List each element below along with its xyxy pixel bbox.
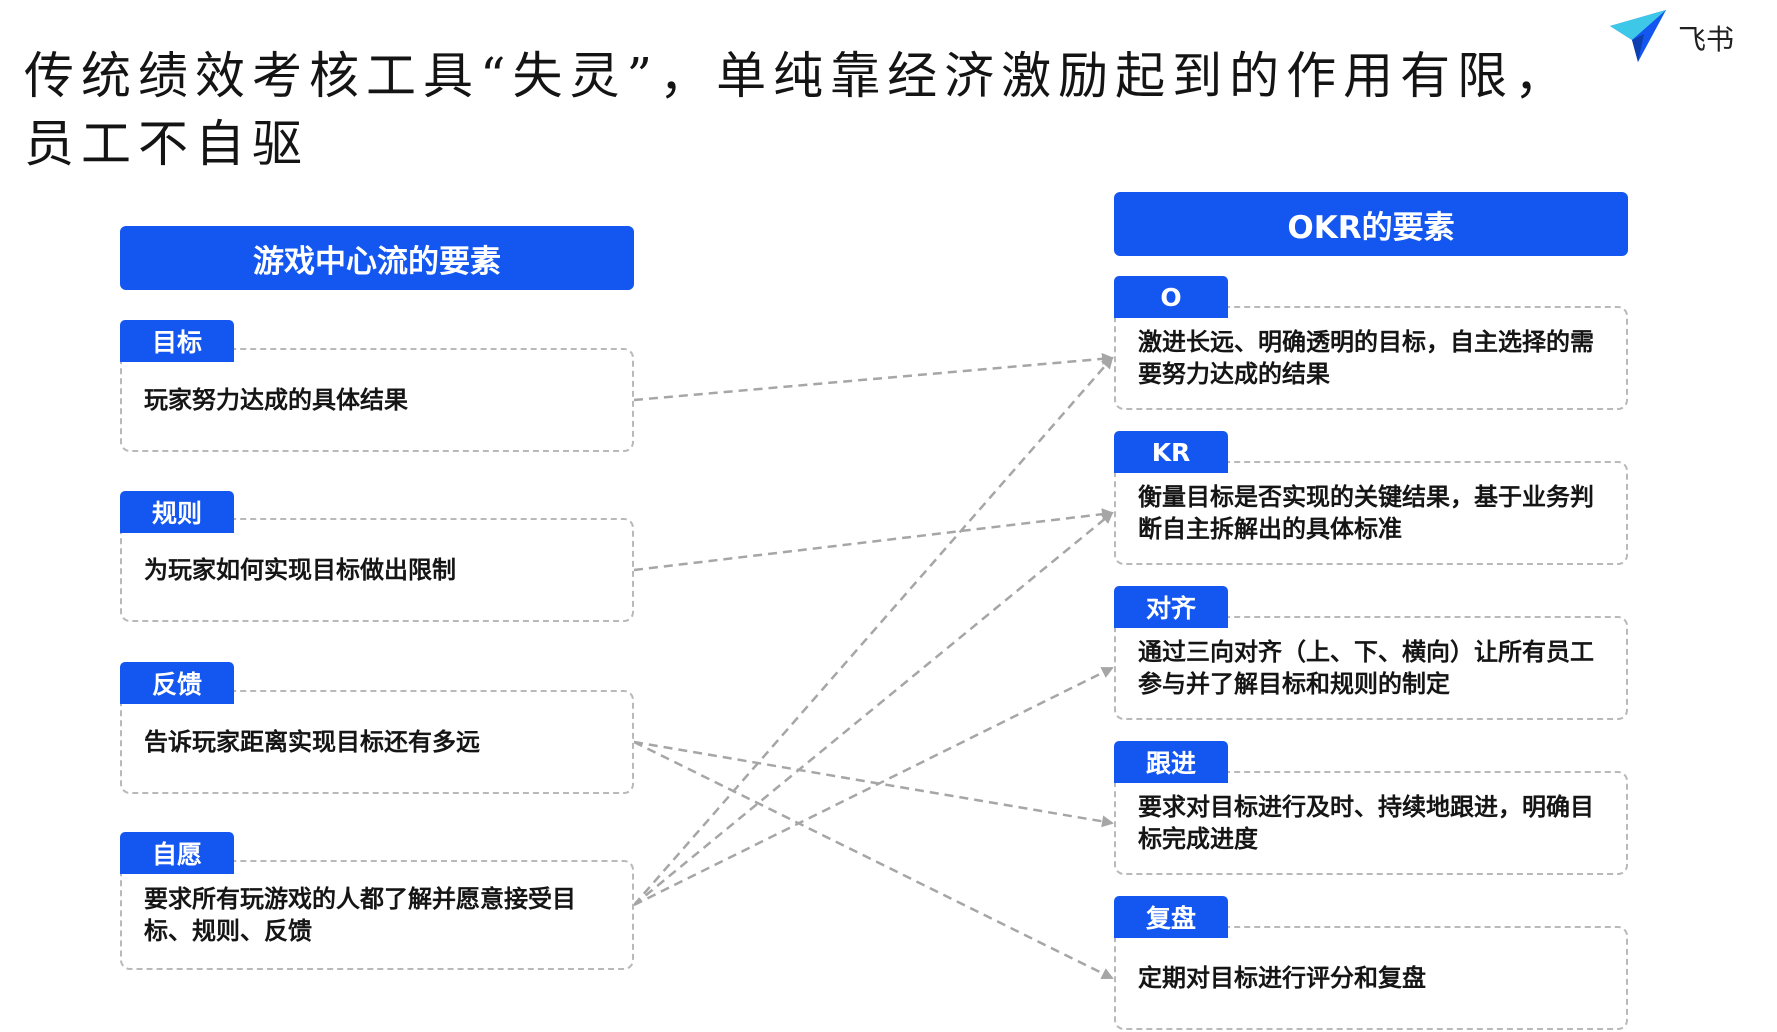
logo-text: 飞书 [1678, 23, 1735, 56]
right-item-followup-box: 要求对目标进行及时、持续地跟进，明确目标完成进度 [1114, 771, 1628, 875]
left-header: 游戏中心流的要素 [120, 226, 634, 290]
right-item-o-tag: O [1114, 276, 1228, 318]
right-item-review-text: 定期对目标进行评分和复盘 [1138, 964, 1426, 992]
left-item-rules-box: 为玩家如何实现目标做出限制 [120, 518, 634, 622]
left-item-rules-tag: 规则 [120, 491, 234, 533]
connector-arrow [633, 511, 1114, 906]
right-item-alignment-text: 通过三向对齐（上、下、横向）让所有员工参与并了解目标和规则的制定 [1138, 638, 1594, 698]
connector-arrow [633, 508, 1114, 572]
slide-title: 传统绩效考核工具“失灵”，单纯靠经济激励起到的作用有限，员工不自驱 [24, 47, 1572, 173]
right-item-o-box: 激进长远、明确透明的目标，自主选择的需要努力达成的结果 [1114, 306, 1628, 410]
right-header: OKR的要素 [1114, 192, 1628, 256]
connector-arrow [633, 356, 1114, 906]
left-item-goal-box: 玩家努力达成的具体结果 [120, 348, 634, 452]
right-item-alignment-box: 通过三向对齐（上、下、横向）让所有员工参与并了解目标和规则的制定 [1114, 616, 1628, 720]
left-item-goal-text: 玩家努力达成的具体结果 [144, 386, 408, 414]
right-item-kr-box: 衡量目标是否实现的关键结果，基于业务判断自主拆解出的具体标准 [1114, 461, 1628, 565]
right-item-followup-tag: 跟进 [1114, 741, 1228, 783]
right-item-kr-tag: KR [1114, 431, 1228, 473]
left-item-feedback-box: 告诉玩家距离实现目标还有多远 [120, 690, 634, 794]
connector-arrow [633, 740, 1114, 828]
left-item-feedback-tag: 反馈 [120, 662, 234, 704]
left-item-voluntary-text: 要求所有玩游戏的人都了解并愿意接受目标、规则、反馈 [144, 885, 576, 945]
feishu-paper-plane-icon [1610, 10, 1666, 62]
left-item-rules-text: 为玩家如何实现目标做出限制 [144, 556, 456, 584]
right-item-review-box: 定期对目标进行评分和复盘 [1114, 926, 1628, 1030]
left-item-goal-tag: 目标 [120, 320, 234, 362]
left-item-voluntary-box: 要求所有玩游戏的人都了解并愿意接受目标、规则、反馈 [120, 860, 634, 970]
left-item-feedback-text: 告诉玩家距离实现目标还有多远 [144, 728, 480, 756]
logo: 飞书 [1608, 6, 1768, 66]
right-item-followup-text: 要求对目标进行及时、持续地跟进，明确目标完成进度 [1138, 793, 1594, 853]
right-item-alignment-tag: 对齐 [1114, 586, 1228, 628]
right-item-o-text: 激进长远、明确透明的目标，自主选择的需要努力达成的结果 [1138, 328, 1594, 388]
connector-arrow [633, 666, 1114, 907]
connector-arrow [633, 740, 1114, 980]
right-item-kr-text: 衡量目标是否实现的关键结果，基于业务判断自主拆解出的具体标准 [1138, 483, 1594, 543]
left-item-voluntary-tag: 自愿 [120, 832, 234, 874]
right-item-review-tag: 复盘 [1114, 896, 1228, 938]
connector-arrow [633, 352, 1114, 402]
